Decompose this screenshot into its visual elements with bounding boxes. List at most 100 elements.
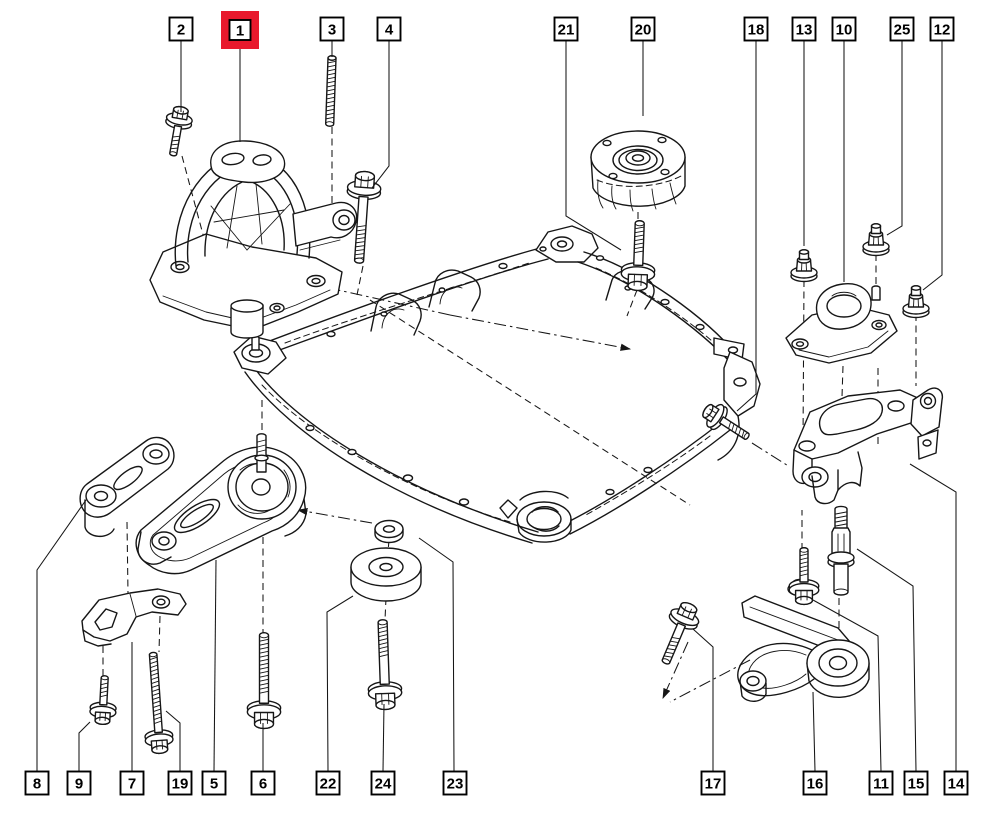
callout-box-22[interactable] — [315, 770, 341, 796]
callout-box-17[interactable] — [700, 770, 726, 796]
callout-number-11: 11 — [873, 775, 889, 792]
callout-box-4[interactable] — [376, 16, 402, 42]
assembly-line — [126, 521, 129, 595]
callout-box-8[interactable] — [24, 770, 50, 796]
callout-number-14: 14 — [948, 775, 965, 792]
assembly-line — [356, 265, 364, 296]
assembly-line — [296, 508, 373, 524]
assembly-line — [158, 615, 161, 653]
leader-line-14 — [909, 463, 957, 771]
leader-line-16 — [812, 691, 816, 772]
callout-box-14[interactable] — [943, 770, 969, 796]
assembly-line — [669, 659, 751, 703]
lower-torque-rod — [135, 433, 307, 575]
bolt-17 — [661, 601, 700, 665]
washer — [374, 519, 404, 544]
bolt-21 — [620, 220, 656, 292]
callout-box-12[interactable] — [929, 16, 955, 42]
assembly-line — [626, 289, 638, 317]
callout-box-7[interactable] — [119, 770, 145, 796]
callout-number-10: 10 — [836, 21, 853, 38]
callout-number-8: 8 — [33, 775, 41, 792]
nut-13 — [790, 249, 818, 283]
leader-line-21 — [565, 41, 622, 251]
mount-bottom-cylinder — [230, 304, 264, 339]
callout-number-23: 23 — [447, 775, 464, 792]
leader-line-22 — [326, 595, 354, 772]
stop-disc — [350, 547, 422, 602]
mount-top-cap — [210, 140, 286, 184]
callout-number-2: 2 — [177, 21, 185, 38]
gearbox-mount — [785, 283, 898, 364]
callout-box-18[interactable] — [743, 16, 769, 42]
assembly-line — [181, 155, 206, 243]
callout-box-11[interactable] — [868, 770, 894, 796]
assembly-line — [449, 314, 632, 351]
leader-line-24 — [382, 703, 385, 772]
bolt-18 — [702, 403, 750, 441]
leader-line-11 — [812, 599, 882, 772]
nut-25 — [862, 223, 890, 257]
screw-19 — [144, 651, 174, 755]
assembly-line — [751, 442, 791, 468]
leader-line-12 — [922, 41, 943, 291]
callout-number-5: 5 — [210, 775, 218, 792]
callout-box-19[interactable] — [167, 770, 193, 796]
callout-number-16: 16 — [807, 775, 824, 792]
callout-number-24: 24 — [375, 775, 392, 792]
callout-number-9: 9 — [75, 775, 83, 792]
leader-line-5 — [213, 559, 217, 772]
bolt-24 — [367, 619, 403, 711]
torsion-damper — [590, 130, 686, 212]
callout-box-3[interactable] — [319, 16, 345, 42]
callout-box-10[interactable] — [831, 16, 857, 42]
callout-number-17: 17 — [705, 775, 722, 792]
callout-number-6: 6 — [259, 775, 267, 792]
callout-number-25: 25 — [894, 21, 911, 38]
callout-box-5[interactable] — [201, 770, 227, 796]
bolt-11 — [788, 547, 820, 606]
callout-box-24[interactable] — [370, 770, 396, 796]
callout-box-16[interactable] — [802, 770, 828, 796]
screw-9 — [89, 675, 117, 726]
leader-line-8 — [36, 499, 87, 771]
leader-line-23 — [418, 537, 455, 772]
callout-number-15: 15 — [908, 775, 925, 792]
callout-number-4: 4 — [385, 21, 394, 38]
stud-3 — [324, 55, 337, 127]
callout-box-2[interactable] — [168, 16, 194, 42]
leader-line-19 — [165, 710, 181, 771]
callout-number-13: 13 — [796, 21, 813, 38]
leader-line-25 — [886, 41, 903, 236]
fasteners — [89, 55, 930, 755]
callout-box-9[interactable] — [66, 770, 92, 796]
leader-line-17 — [692, 628, 714, 771]
callout-box-20[interactable] — [630, 16, 656, 42]
callout-box-13[interactable] — [791, 16, 817, 42]
support-bracket-plate — [81, 588, 187, 647]
leader-line-18 — [736, 41, 757, 412]
right-engine-mount — [149, 140, 358, 339]
leader-line-15 — [856, 548, 917, 772]
leader-line-4 — [371, 41, 390, 189]
callout-number-21: 21 — [558, 21, 575, 38]
bolt-4 — [346, 170, 382, 264]
callout-box-23[interactable] — [442, 770, 468, 796]
callout-number-20: 20 — [635, 21, 652, 38]
callout-box-25[interactable] — [889, 16, 915, 42]
stepped-stud — [827, 505, 855, 596]
callout-number-22: 22 — [320, 775, 337, 792]
assembly-line — [802, 279, 805, 443]
callout-box-1[interactable] — [228, 19, 252, 41]
callout-box-15[interactable] — [903, 770, 929, 796]
leader-line-9 — [78, 721, 91, 771]
link-arm — [79, 436, 175, 538]
callout-number-18: 18 — [748, 21, 765, 38]
callout-box-6[interactable] — [250, 770, 276, 796]
callout-number-1: 1 — [236, 23, 244, 40]
callout-box-21[interactable] — [553, 16, 579, 42]
callout-number-19: 19 — [172, 775, 189, 792]
